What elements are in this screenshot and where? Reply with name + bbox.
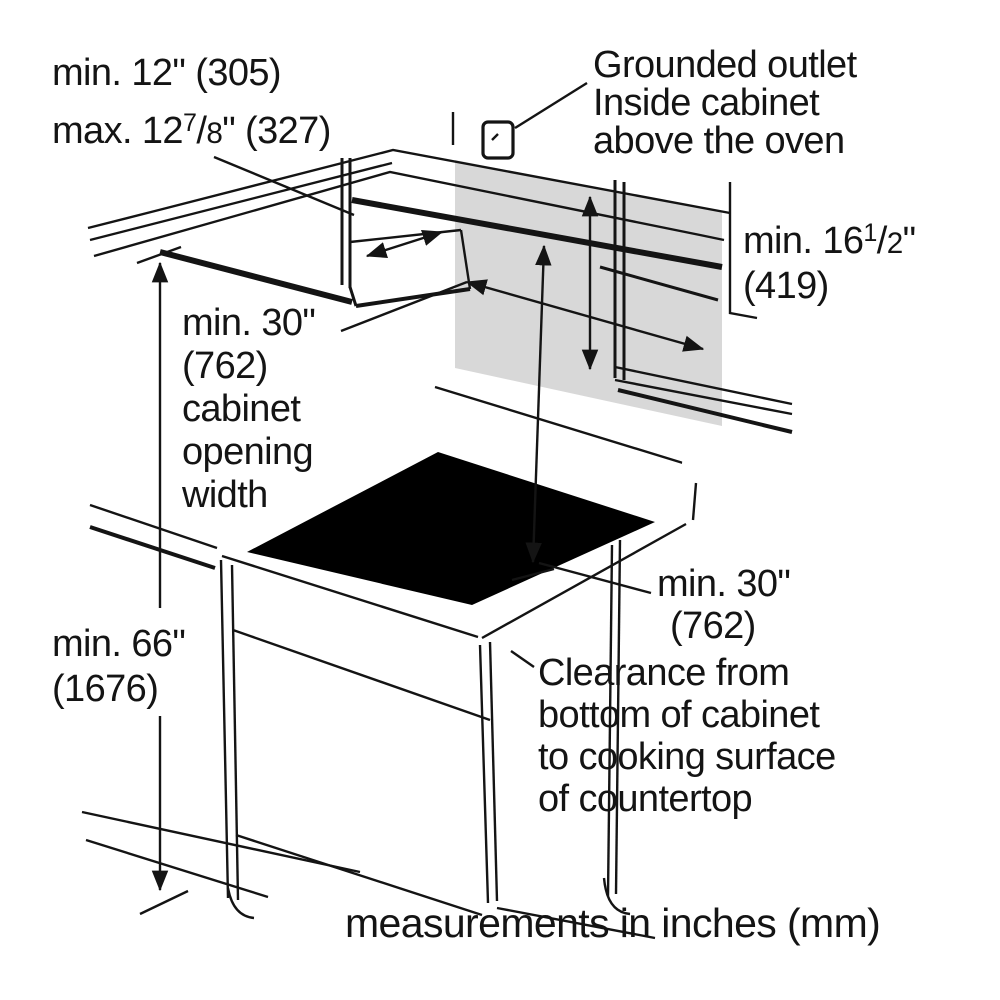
cooktop-clearance-line6: of countertop — [538, 778, 753, 820]
floor-lines — [81, 810, 656, 940]
cabinet-height-line1: min. 161/2" — [743, 219, 916, 263]
floor-clearance-line2: (1676) — [52, 668, 159, 710]
cooktop-clearance-line5: to cooking surface — [538, 736, 836, 778]
cabinet-depth-line1: min. 12" (305) — [52, 52, 282, 94]
dimension-cabinet-depth — [213, 155, 444, 258]
right-countertop — [614, 365, 793, 434]
dimension-floor-to-cabinet — [136, 245, 189, 916]
dimension-cooktop-clearance — [510, 244, 652, 668]
grounded-outlet-line2: Inside cabinet — [593, 82, 820, 124]
label-cooktop-clearance-text: Clearance from bottom of cabinet to cook… — [538, 652, 836, 820]
cooktop-clearance-line2: (762) — [670, 605, 756, 647]
cooktop-clearance-line3: Clearance from — [538, 652, 790, 694]
upper-cabinet-left — [159, 158, 472, 308]
cooktop-clearance-line1: min. 30" — [657, 563, 791, 605]
label-opening-width: min. 30" (762) cabinet opening width — [182, 302, 316, 517]
label-floor-clearance: min. 66" (1676) — [50, 622, 192, 712]
label-grounded-outlet: Grounded outlet Inside cabinet above the… — [593, 46, 857, 160]
cooktop-clearance-line4: bottom of cabinet — [538, 694, 820, 736]
opening-width-line4: opening — [182, 431, 314, 473]
opening-width-line1: min. 30" — [182, 302, 316, 344]
cabinet-height-line2: (419) — [743, 265, 829, 308]
grounded-outlet-icon — [481, 81, 588, 163]
opening-width-line2: (762) — [182, 345, 268, 387]
grounded-outlet-line3: above the oven — [593, 120, 845, 162]
shaded-wall — [455, 160, 722, 426]
opening-width-line5: width — [182, 474, 268, 516]
left-countertop — [89, 503, 218, 570]
opening-width-line3: cabinet — [182, 388, 301, 430]
dimension-opening-width — [340, 279, 705, 352]
floor-clearance-line1: min. 66" — [52, 623, 186, 665]
grounded-outlet-line1: Grounded outlet — [593, 44, 857, 86]
cabinet-depth-line2: max. 127/8" (327) — [52, 109, 331, 153]
label-cabinet-depth: min. 12" (305) max. 127/8" (327) — [52, 48, 331, 159]
footer-note: measurements in inches (mm) — [345, 900, 881, 946]
label-cabinet-height: min. 161/2" (419) — [743, 212, 916, 308]
label-cooktop-clearance-value: min. 30" (762) — [657, 563, 791, 647]
